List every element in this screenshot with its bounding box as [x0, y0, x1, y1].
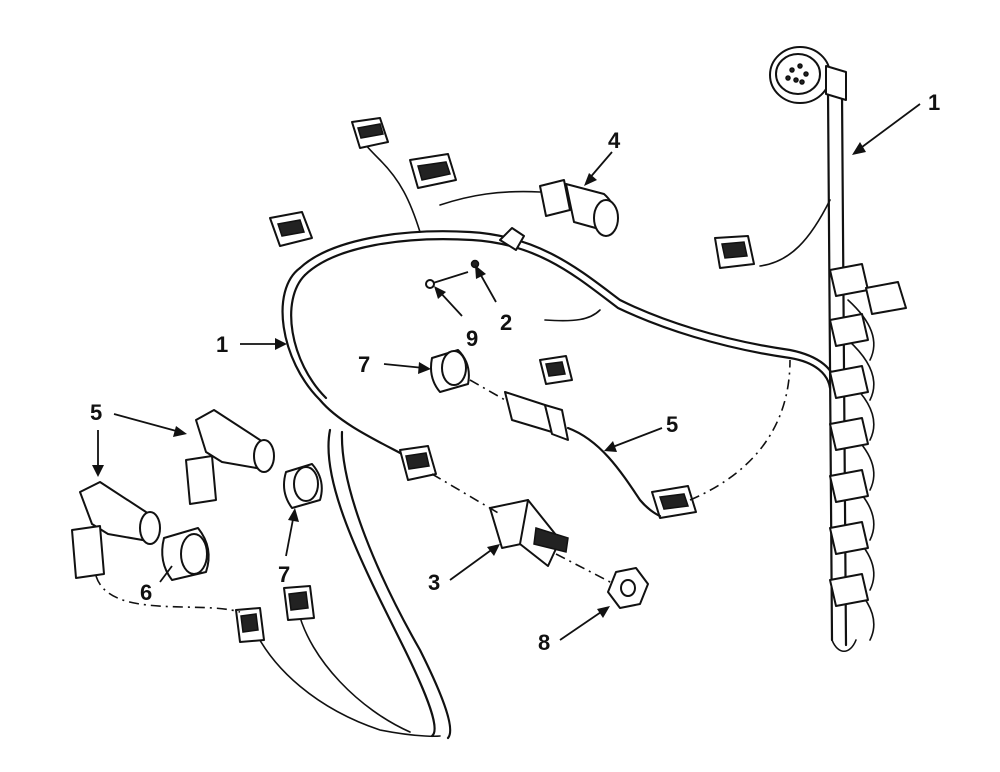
svg-text:9: 9	[466, 326, 478, 351]
svg-text:1: 1	[216, 332, 228, 357]
svg-text:5: 5	[666, 412, 678, 437]
spacer-left	[283, 463, 323, 509]
bolt	[425, 271, 469, 289]
callout-bolt: 9	[434, 286, 478, 351]
harness-connectors	[235, 117, 907, 643]
svg-text:3: 3	[428, 570, 440, 595]
callout-screw-small: 2	[475, 265, 512, 335]
callout-harness-left: 1	[216, 332, 287, 357]
sensor-left-lower	[71, 481, 161, 579]
svg-text:8: 8	[538, 630, 550, 655]
spacer-lower	[161, 527, 210, 581]
callout-sensor-left-upper: 5	[90, 400, 187, 437]
sensor-top	[539, 179, 619, 237]
sensor-center	[504, 391, 662, 518]
sensor-threaded	[489, 499, 569, 567]
callout-spacer-center: 7	[358, 352, 431, 377]
callout-sensor-top: 4	[584, 128, 621, 186]
nut	[607, 567, 649, 609]
svg-text:7: 7	[358, 352, 370, 377]
callout-spacer-left: 7	[278, 508, 299, 587]
svg-text:1: 1	[928, 90, 940, 115]
svg-text:6: 6	[140, 580, 152, 605]
sensor-left-upper	[185, 409, 275, 505]
callout-spacer-lower: 6	[140, 565, 173, 605]
callout-sensor-threaded: 3	[428, 544, 500, 595]
callout-nut: 8	[538, 606, 610, 655]
svg-text:5: 5	[90, 400, 102, 425]
svg-text:2: 2	[500, 310, 512, 335]
spacer-center	[430, 349, 470, 393]
callout-sensor-center: 5	[604, 412, 678, 452]
round-connector	[769, 46, 847, 104]
callout-harness-right: 1	[852, 90, 940, 155]
svg-text:4: 4	[608, 128, 621, 153]
screw-small	[470, 259, 480, 269]
alignment-lines	[95, 359, 791, 613]
svg-text:7: 7	[278, 562, 290, 587]
callout-sensor-left-lower	[92, 430, 104, 477]
